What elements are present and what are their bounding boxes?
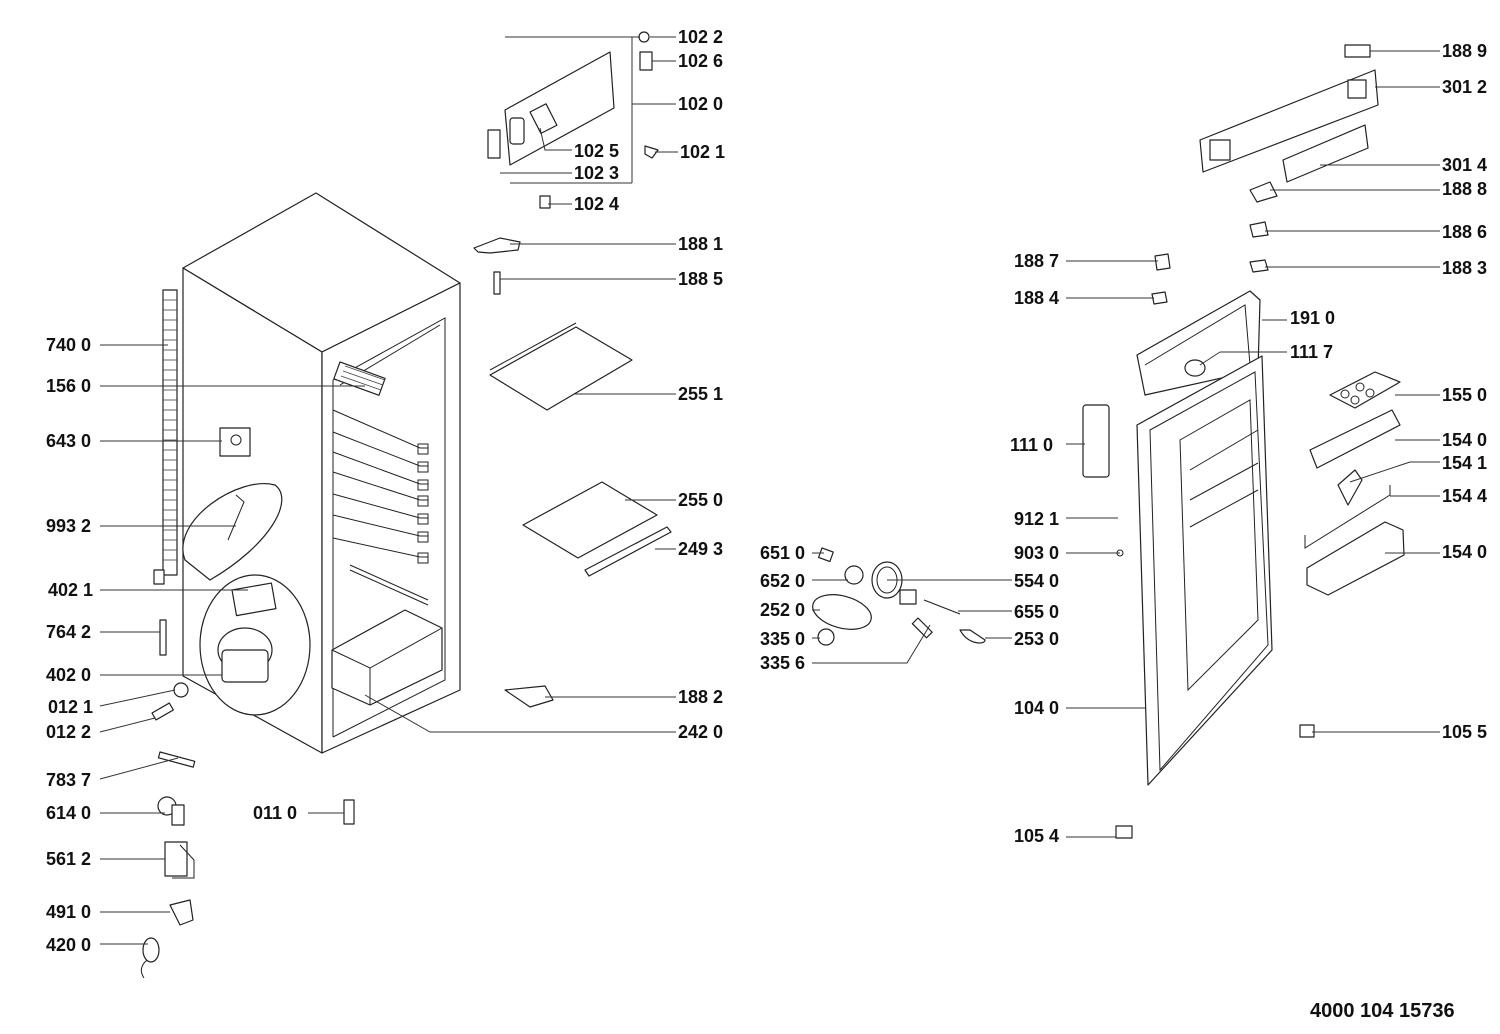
label-652-0: 652 0 <box>760 571 805 591</box>
label-643-0: 643 0 <box>46 431 91 451</box>
cabinet-drawing <box>162 192 461 754</box>
label-903-0: 903 0 <box>1014 543 1059 563</box>
label-491-0: 491 0 <box>46 902 91 922</box>
document-number: 4000 104 15736 <box>1310 1000 1455 1022</box>
label-188-6: 188 6 <box>1442 222 1487 242</box>
label-188-9: 188 9 <box>1442 41 1487 61</box>
label-105-5: 105 5 <box>1442 722 1487 742</box>
label-102-5: 102 5 <box>574 141 619 161</box>
label-102-6: 102 6 <box>678 51 723 71</box>
part-labels: 102 2 102 6 102 0 102 5 102 1 102 3 102 … <box>46 27 1487 955</box>
label-111-7: 111 7 <box>1290 342 1333 362</box>
label-154-1: 154 1 <box>1442 453 1487 473</box>
label-188-2: 188 2 <box>678 687 723 707</box>
label-188-5: 188 5 <box>678 269 723 289</box>
label-154-0-bottom: 154 0 <box>1442 542 1487 562</box>
label-764-2: 764 2 <box>46 622 91 642</box>
label-102-4: 102 4 <box>574 194 619 214</box>
leader-lines <box>99 36 1440 945</box>
label-188-1: 188 1 <box>678 234 723 254</box>
label-420-0: 420 0 <box>46 935 91 955</box>
label-242-0: 242 0 <box>678 722 723 742</box>
label-249-3: 249 3 <box>678 539 723 559</box>
label-102-0: 102 0 <box>678 94 723 114</box>
label-402-0: 402 0 <box>46 665 91 685</box>
label-188-8: 188 8 <box>1442 179 1487 199</box>
label-188-7: 188 7 <box>1014 251 1059 271</box>
label-012-2: 012 2 <box>46 722 91 742</box>
label-554-0: 554 0 <box>1014 571 1059 591</box>
label-154-4: 154 4 <box>1442 486 1487 506</box>
label-104-0: 104 0 <box>1014 698 1059 718</box>
label-105-4: 105 4 <box>1014 826 1059 846</box>
label-655-0: 655 0 <box>1014 602 1059 622</box>
label-156-0: 156 0 <box>46 376 91 396</box>
label-255-0: 255 0 <box>678 490 723 510</box>
label-561-2: 561 2 <box>46 849 91 869</box>
label-111-0: 111 0 <box>1010 435 1053 455</box>
label-402-1: 402 1 <box>48 580 93 600</box>
label-011-0: 011 0 <box>253 803 297 823</box>
label-335-6: 335 6 <box>760 653 805 673</box>
label-740-0: 740 0 <box>46 335 91 355</box>
label-255-1: 255 1 <box>678 384 723 404</box>
label-188-3: 188 3 <box>1442 258 1487 278</box>
label-102-1: 102 1 <box>680 142 725 162</box>
label-912-1: 912 1 <box>1014 509 1059 529</box>
label-252-0: 252 0 <box>760 600 805 620</box>
label-012-1: 012 1 <box>48 697 93 717</box>
label-301-2: 301 2 <box>1442 77 1487 97</box>
label-191-0: 191 0 <box>1290 308 1335 328</box>
label-335-0: 335 0 <box>760 629 805 649</box>
door-drawing <box>1082 44 1405 839</box>
label-154-0-top: 154 0 <box>1442 430 1487 450</box>
label-155-0: 155 0 <box>1442 385 1487 405</box>
label-102-3: 102 3 <box>574 163 619 183</box>
label-102-2: 102 2 <box>678 27 723 47</box>
label-614-0: 614 0 <box>46 803 91 823</box>
lamp-assembly-drawing <box>812 547 1124 646</box>
label-993-2: 993 2 <box>46 516 91 536</box>
small-parts-left <box>140 31 672 979</box>
label-301-4: 301 4 <box>1442 155 1487 175</box>
label-188-4: 188 4 <box>1014 288 1059 308</box>
label-651-0: 651 0 <box>760 543 805 563</box>
label-783-7: 783 7 <box>46 770 91 790</box>
label-253-0: 253 0 <box>1014 629 1059 649</box>
